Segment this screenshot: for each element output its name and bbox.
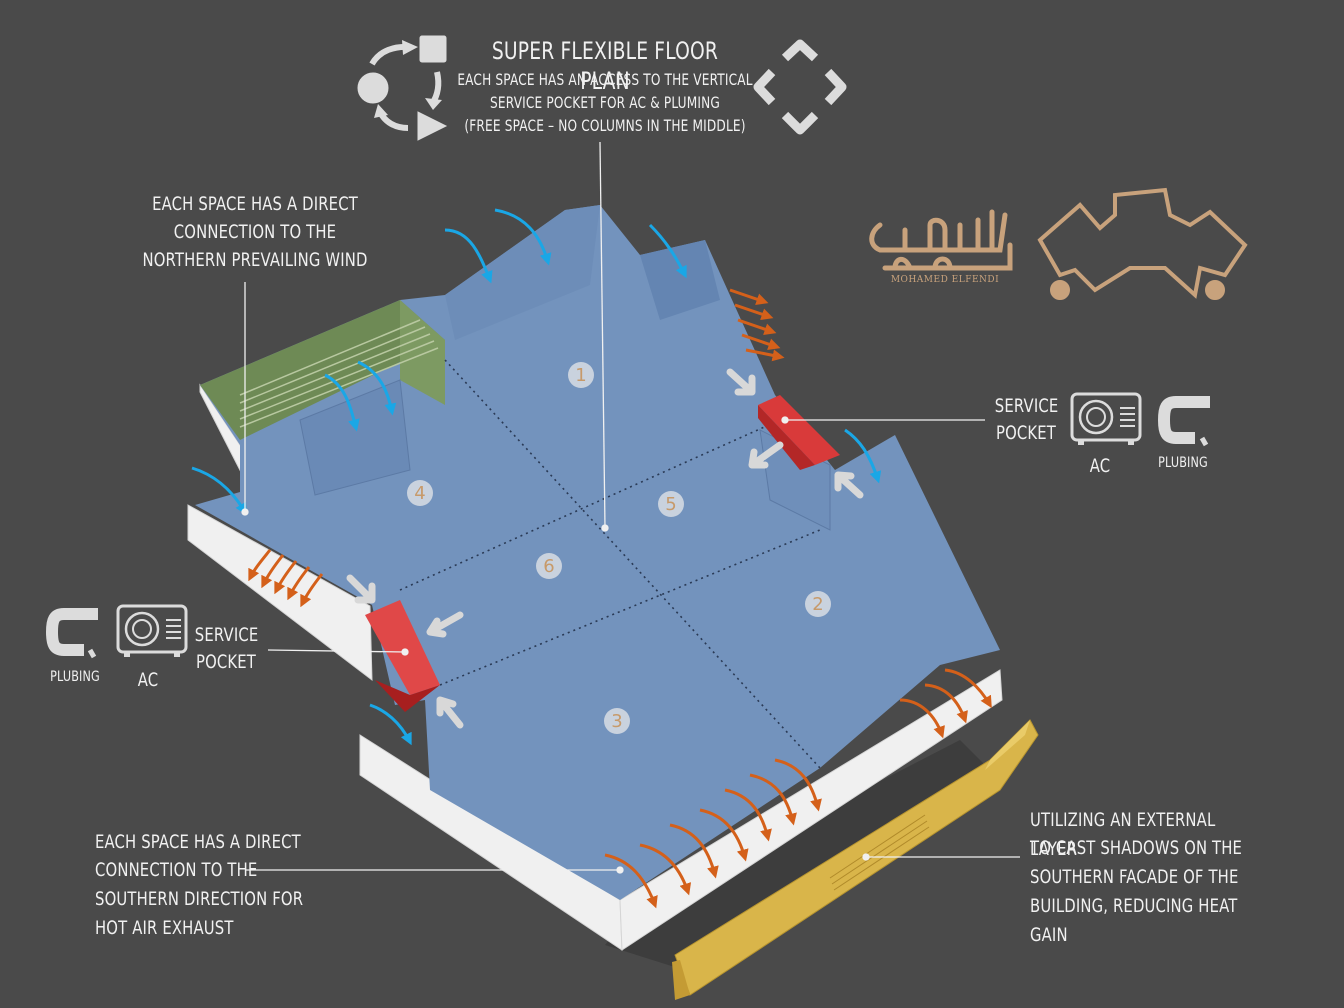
- ground-shadow: [605, 740, 1000, 975]
- service-pocket-right: [758, 395, 840, 470]
- space-badge-3: 3: [604, 708, 630, 734]
- svg-text:5: 5: [665, 494, 676, 515]
- shade-note-line-1: UTILIZING AN EXTERNAL LAYER: [1030, 809, 1216, 860]
- logo-caption: MOHAMED ELFENDI: [890, 275, 1000, 285]
- south-note-line-3: SOUTHERN DIRECTION FOR: [95, 888, 304, 910]
- ac-label-right: AC: [1089, 455, 1111, 477]
- north-note-line-1: EACH SPACE HAS A DIRECT: [152, 193, 358, 215]
- north-wind-arrows: [191, 208, 882, 746]
- flex-expand-icon: [753, 39, 847, 135]
- ac-unit-icon-right: [1070, 392, 1142, 445]
- space-badge-4: 4: [407, 480, 433, 506]
- svg-text:1: 1: [575, 365, 586, 386]
- shade-note-line-3: SOUTHERN FACADE OF THE: [1030, 866, 1239, 888]
- header-line-2: SERVICE POCKET FOR AC & PLUMING: [490, 93, 720, 112]
- floor-slab: [195, 205, 1000, 900]
- service-pocket-left: [365, 600, 440, 712]
- space-badge-5: 5: [658, 491, 684, 517]
- service-right-line-1: SERVICE: [994, 395, 1059, 417]
- space-division-lines: [399, 359, 821, 769]
- north-note-line-3: NORTHERN PREVAILING WIND: [142, 249, 368, 271]
- south-note-line-1: EACH SPACE HAS A DIRECT: [95, 831, 301, 853]
- service-left-line-1: SERVICE: [194, 624, 259, 646]
- external-shading-layer: [672, 719, 1039, 1000]
- service-right-line-2: POCKET: [995, 422, 1057, 444]
- plumbing-icon-left: [45, 608, 98, 659]
- header-line-3: (FREE SPACE – NO COLUMNS IN THE MIDDLE): [464, 116, 746, 135]
- shade-note-line-2: TO CAST SHADOWS ON THE: [1030, 837, 1243, 859]
- cycle-icon: [357, 35, 448, 141]
- north-inner-wall: [445, 205, 600, 340]
- shade-note-line-4: BUILDING, REDUCING HEAT GAIN: [1030, 895, 1238, 946]
- svg-text:2: 2: [812, 594, 823, 615]
- space-badge-1: 1: [568, 362, 594, 388]
- north-note-line-2: CONNECTION TO THE: [173, 221, 337, 243]
- north-inner-wall-2: [640, 240, 720, 320]
- plumbing-label-right: PLUBING: [1158, 455, 1208, 471]
- space-badge-6: 6: [536, 553, 562, 579]
- service-left-line-2: POCKET: [195, 651, 257, 673]
- south-note-line-4: HOT AIR EXHAUST: [95, 917, 234, 939]
- logo-plan-outline: [1037, 187, 1248, 300]
- south-note-line-2: CONNECTION TO THE: [95, 859, 258, 881]
- brand-logo: [869, 209, 1013, 271]
- heat-exhaust-arrows: [248, 288, 992, 909]
- header-line-1: EACH SPACE HAS AN ACCESS TO THE VERTICAL: [457, 70, 753, 89]
- svg-text:4: 4: [414, 483, 425, 504]
- ac-label-left: AC: [137, 669, 159, 691]
- ac-unit-icon-left: [116, 604, 188, 657]
- space-badges: 1 2 3 4 5 6: [407, 362, 831, 734]
- header-title: SUPER FLEXIBLE FLOOR PLAN: [491, 37, 719, 95]
- plumbing-label-left: PLUBING: [50, 669, 100, 685]
- louvre-block: [200, 300, 445, 440]
- service-access-arrows: [346, 368, 864, 729]
- plumbing-icon-right: [1157, 396, 1210, 447]
- svg-text:6: 6: [543, 556, 554, 577]
- space-badge-2: 2: [805, 591, 831, 617]
- room-block-north: [299, 379, 411, 496]
- leader-lines: [241, 141, 1020, 874]
- svg-text:3: 3: [611, 711, 622, 732]
